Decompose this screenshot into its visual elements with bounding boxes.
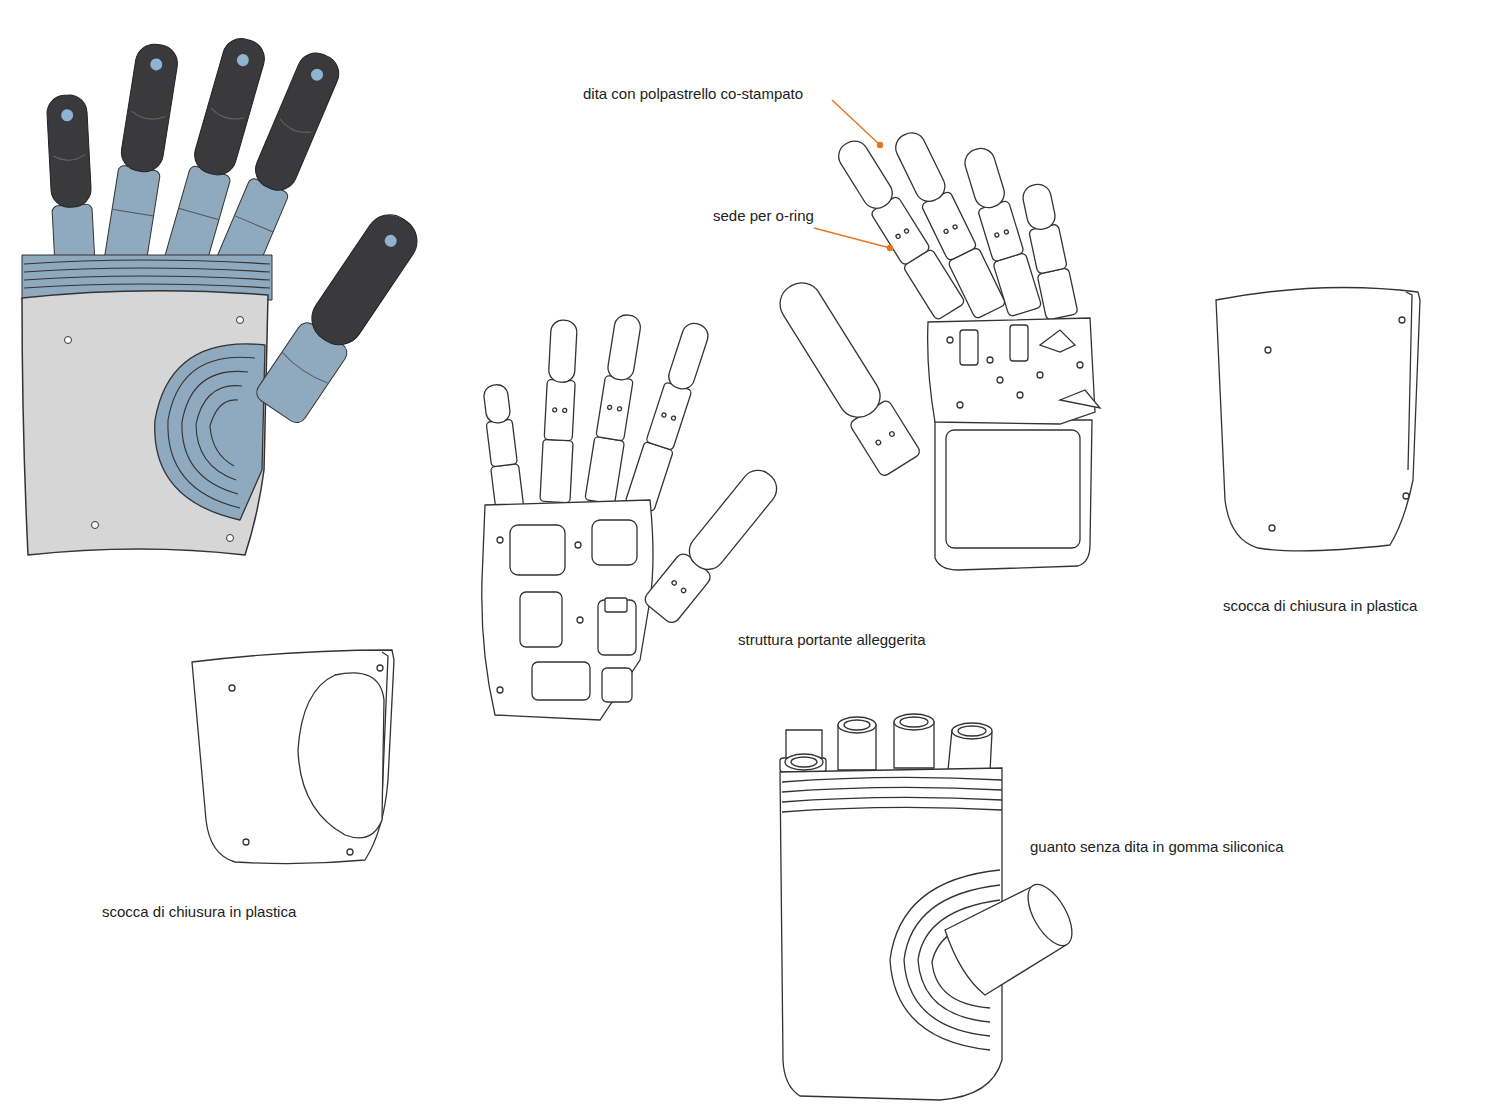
- exploded-hand: [771, 127, 1100, 570]
- leader-line: [814, 100, 893, 251]
- assembled-hand: [22, 34, 428, 555]
- closing-shell: [1216, 288, 1420, 551]
- silicone-glove: [780, 714, 1081, 1100]
- part-label: dita con polpastrello co-stampato: [581, 85, 805, 103]
- part-label: scocca di chiusura in plastica: [100, 903, 298, 921]
- part-label: struttura portante alleggerita: [736, 631, 928, 649]
- closing-shell: [192, 650, 394, 864]
- frame-structure: [481, 313, 785, 720]
- part-label: sede per o-ring: [711, 207, 816, 225]
- part-label: scocca di chiusura in plastica: [1221, 597, 1419, 615]
- part-label: guanto senza dita in gomma siliconica: [1028, 838, 1285, 856]
